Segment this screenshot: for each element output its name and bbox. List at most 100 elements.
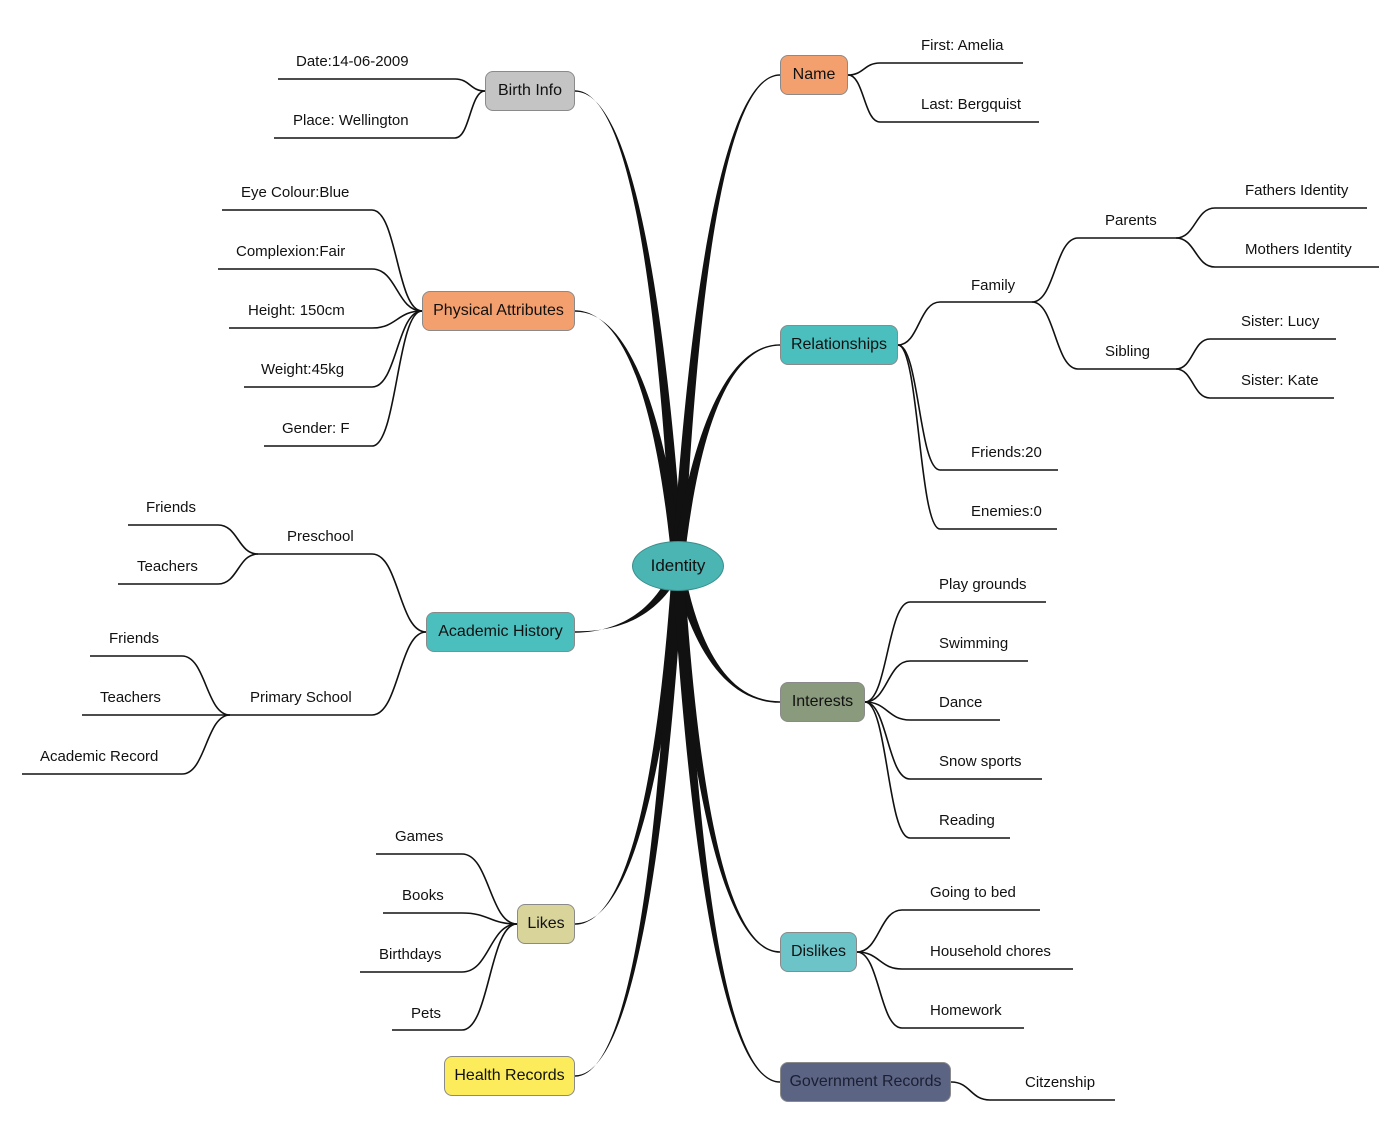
central-topic-identity[interactable]: Identity xyxy=(632,541,724,591)
leaf-going-to-bed[interactable]: Going to bed xyxy=(930,884,1016,901)
connector-line xyxy=(229,310,423,329)
leaf-games[interactable]: Games xyxy=(395,828,444,845)
leaf-weight[interactable]: Weight:45kg xyxy=(261,361,345,378)
connector-line xyxy=(383,912,518,925)
branch-label: Academic History xyxy=(438,623,563,640)
connector-line xyxy=(1031,301,1176,370)
connector-line xyxy=(856,951,1073,970)
branch-birth-info[interactable]: Birth Info xyxy=(485,71,575,111)
branch-label: Health Records xyxy=(454,1067,565,1084)
connector-line xyxy=(118,553,259,585)
connector-line xyxy=(864,701,1042,780)
connector-line xyxy=(258,553,427,633)
connector-government-records xyxy=(672,564,780,1083)
leaf-height[interactable]: Height: 150cm xyxy=(248,302,345,319)
branch-interests[interactable]: Interests xyxy=(780,682,865,722)
branch-label: Birth Info xyxy=(497,82,563,99)
leaf-last-name[interactable]: Last: Bergquist xyxy=(921,96,1022,113)
branch-label: Physical Attributes xyxy=(433,302,564,319)
connector-line xyxy=(897,301,1032,346)
leaf-reading[interactable]: Reading xyxy=(939,812,995,829)
branch-relationships[interactable]: Relationships xyxy=(780,325,898,365)
connector-line xyxy=(864,701,1000,721)
connector-line xyxy=(847,74,1039,123)
connector-line xyxy=(897,344,1057,530)
leaf-first-name[interactable]: First: Amelia xyxy=(921,37,1004,54)
branch-label: Dislikes xyxy=(790,943,847,960)
leaf-friends-count[interactable]: Friends:20 xyxy=(971,444,1042,461)
node-sibling[interactable]: Sibling xyxy=(1105,343,1151,360)
connector-line xyxy=(218,268,423,312)
connector-line xyxy=(897,344,1058,471)
connector-line xyxy=(278,78,486,92)
connector-line xyxy=(950,1081,1115,1101)
connector-line xyxy=(274,90,486,139)
connector-line xyxy=(222,209,423,312)
connector-line xyxy=(90,655,231,716)
leaf-preschool-friends[interactable]: Friends xyxy=(146,499,197,516)
branch-label: Name xyxy=(792,66,836,83)
node-preschool[interactable]: Preschool xyxy=(287,528,354,545)
branch-dislikes[interactable]: Dislikes xyxy=(780,932,857,972)
connector-line xyxy=(1175,338,1336,370)
connector-line xyxy=(864,660,1028,703)
branch-academic-history[interactable]: Academic History xyxy=(426,612,575,652)
leaf-household-chores[interactable]: Household chores xyxy=(930,943,1051,960)
leaf-citizenship[interactable]: Citzenship xyxy=(1025,1074,1096,1091)
leaf-sister-lucy[interactable]: Sister: Lucy xyxy=(1241,313,1320,330)
central-topic-label: Identity xyxy=(650,556,706,575)
leaf-eye-colour[interactable]: Eye Colour:Blue xyxy=(241,184,350,201)
connector-line xyxy=(1175,368,1334,399)
leaf-complexion[interactable]: Complexion:Fair xyxy=(236,243,346,260)
leaf-preschool-teachers[interactable]: Teachers xyxy=(137,558,198,575)
leaf-play-grounds[interactable]: Play grounds xyxy=(939,576,1027,593)
connector-line xyxy=(360,923,518,973)
branch-government-records[interactable]: Government Records xyxy=(780,1062,951,1102)
leaf-sister-kate[interactable]: Sister: Kate xyxy=(1241,372,1319,389)
leaf-fathers-identity[interactable]: Fathers Identity xyxy=(1245,182,1349,199)
leaf-enemies-count[interactable]: Enemies:0 xyxy=(971,503,1042,520)
leaf-academic-record[interactable]: Academic Record xyxy=(40,748,159,765)
branch-likes[interactable]: Likes xyxy=(517,904,575,944)
branch-name[interactable]: Name xyxy=(780,55,848,95)
leaf-birth-date[interactable]: Date:14-06-2009 xyxy=(296,53,409,70)
connector-line xyxy=(856,951,1024,1029)
connector-line xyxy=(1031,237,1176,303)
connector-line xyxy=(22,714,231,775)
leaf-books[interactable]: Books xyxy=(402,887,444,904)
connector-health-records xyxy=(575,564,684,1077)
connector-line xyxy=(244,310,423,388)
connector-academic-history xyxy=(575,560,682,633)
leaf-pets[interactable]: Pets xyxy=(411,1005,442,1022)
connector-line xyxy=(864,701,1010,839)
leaf-primary-friends[interactable]: Friends xyxy=(109,630,160,647)
leaf-snow-sports[interactable]: Snow sports xyxy=(939,753,1022,770)
branch-label: Likes xyxy=(527,915,565,932)
connector-line xyxy=(847,62,1023,76)
connector-line xyxy=(856,909,1040,953)
leaf-gender[interactable]: Gender: F xyxy=(282,420,350,437)
leaf-primary-teachers[interactable]: Teachers xyxy=(100,689,161,706)
branch-label: Interests xyxy=(791,693,854,710)
branch-label: Government Records xyxy=(789,1073,942,1090)
node-parents[interactable]: Parents xyxy=(1105,212,1157,229)
branch-physical-attributes[interactable]: Physical Attributes xyxy=(422,291,575,331)
leaf-birth-place[interactable]: Place: Wellington xyxy=(293,112,409,129)
node-family[interactable]: Family xyxy=(971,277,1016,294)
leaf-mothers-identity[interactable]: Mothers Identity xyxy=(1245,241,1352,258)
connector-line xyxy=(1175,237,1379,268)
leaf-birthdays[interactable]: Birthdays xyxy=(379,946,442,963)
connector-line xyxy=(864,601,1046,703)
node-primary-school[interactable]: Primary School xyxy=(250,689,352,706)
connector-line xyxy=(376,853,518,925)
branch-health-records[interactable]: Health Records xyxy=(444,1056,575,1096)
connector-line xyxy=(1175,207,1367,239)
connector-line xyxy=(264,310,423,447)
leaf-swimming[interactable]: Swimming xyxy=(939,635,1009,652)
leaf-dance[interactable]: Dance xyxy=(939,694,983,711)
connector-line xyxy=(392,923,518,1031)
branch-label: Relationships xyxy=(790,336,888,353)
connector-line xyxy=(230,631,427,716)
connector-line xyxy=(128,524,259,555)
leaf-homework[interactable]: Homework xyxy=(930,1002,1002,1019)
